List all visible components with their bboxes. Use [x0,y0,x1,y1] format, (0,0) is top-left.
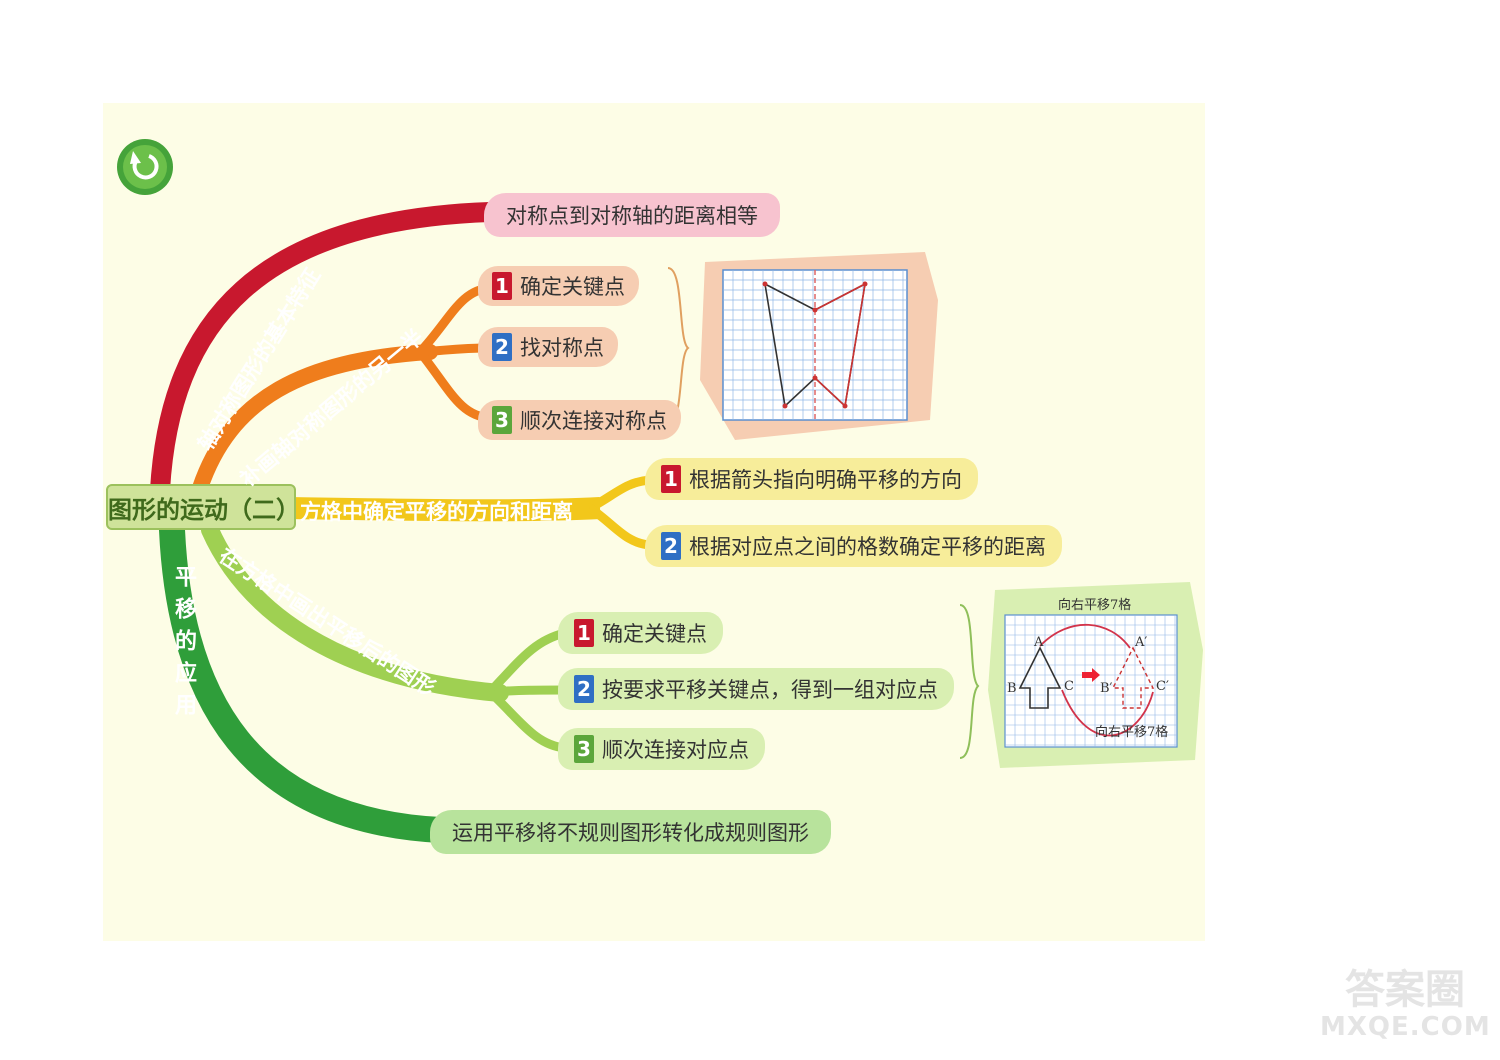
symmetry-figure [700,252,938,440]
caption-bottom: 向右平移7格 [1095,724,1168,740]
branch-green [159,517,453,843]
svg-text:B: B [1007,681,1017,696]
leaf-grid-step-2: 2 根据对应点之间的格数确定平移的距离 [645,525,1062,567]
svg-text:C: C [1064,679,1074,694]
watermark: 答案圈 MXQE.COM [1320,967,1491,1042]
leaf-draw-step-1: 1 确定关键点 [558,612,723,654]
back-arrow-icon[interactable] [117,139,173,195]
svg-text:A′: A′ [1134,635,1147,650]
leaf-complete-step-2: 2 找对称点 [478,327,618,367]
svg-text:A: A [1033,635,1044,650]
root-node: 图形的运动（二） [106,484,300,530]
branch-yellow [289,497,601,522]
svg-text:C′: C′ [1156,679,1169,694]
branch-red [150,202,500,500]
branch-label-application: 平移的应用 [171,565,196,725]
leaf-application: 运用平移将不规则图形转化成规则图形 [430,810,831,854]
branch-label-grid-translation: 方格中确定平移的方向和距离 [300,500,573,524]
leaf-draw-step-3: 3 顺次连接对应点 [558,728,765,770]
leaf-complete-step-3: 3 顺次连接对称点 [478,400,681,440]
branch-orange [192,344,438,496]
caption-top: 向右平移7格 [1058,597,1131,613]
brace-icon [959,604,980,759]
leaf-complete-step-1: 1 确定关键点 [478,266,639,306]
translation-figure: 向右平移7格 向右平移7格 A B C A′ B′ C′ [988,582,1203,768]
branch-lightgreen [201,521,509,702]
leaf-grid-step-1: 1 根据箭头指向明确平移的方向 [645,458,978,500]
leaf-symmetry-distance: 对称点到对称轴的距离相等 [484,193,780,237]
svg-text:B′: B′ [1100,681,1113,696]
leaf-draw-step-2: 2 按要求平移关键点，得到一组对应点 [558,668,954,710]
